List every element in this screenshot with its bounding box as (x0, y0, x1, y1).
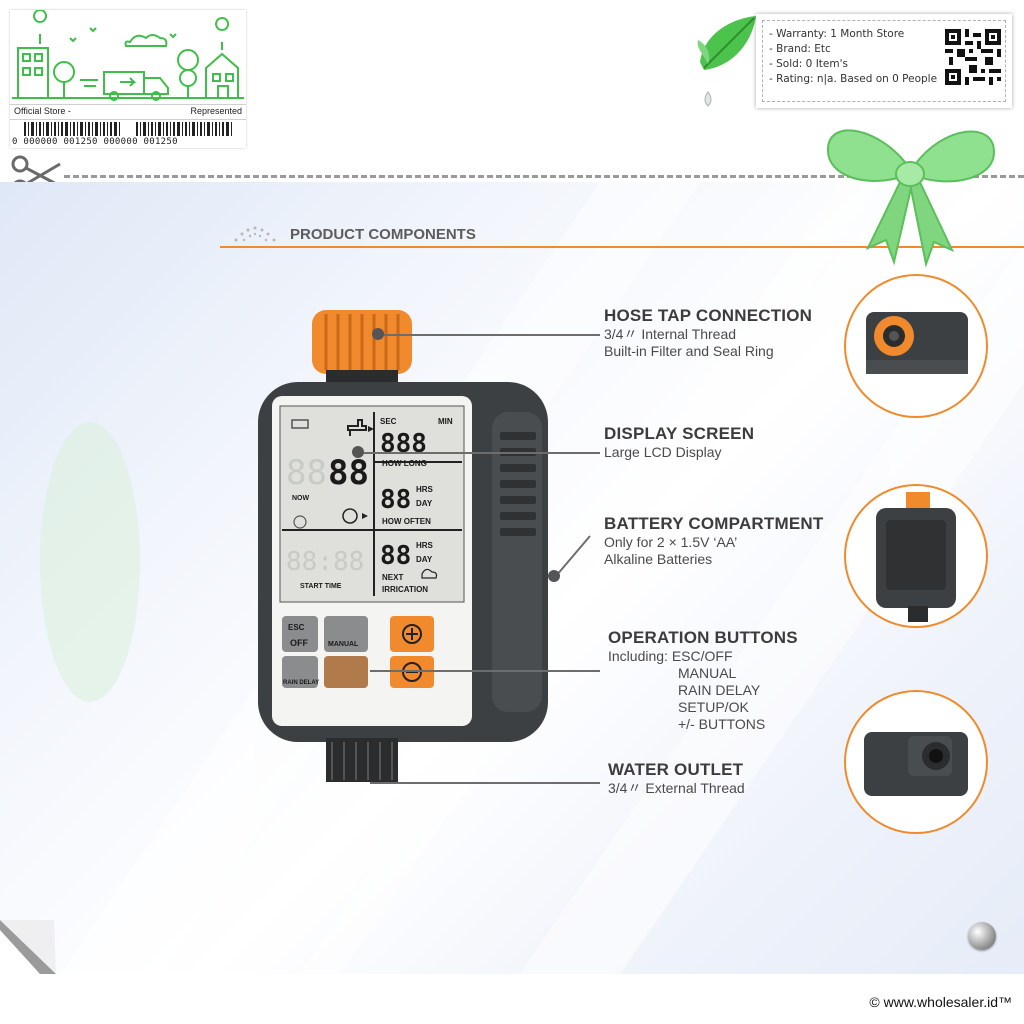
info-rating: - Rating: n|a. Based on 0 People (769, 73, 938, 85)
component-hose-title: HOSE TAP CONNECTION (604, 306, 813, 325)
store-left-label: Official Store - (14, 106, 71, 116)
info-sold: - Sold: 0 Item's (769, 58, 848, 70)
store-card: Official Store - Represented 0 000000 00… (10, 10, 246, 148)
detail-hose-tap (844, 274, 988, 418)
component-hose: HOSE TAP CONNECTION 3/4〃 Internal Thread… (604, 306, 812, 360)
dot-hose (372, 328, 384, 340)
leader-hose (380, 334, 600, 336)
store-right-label: Represented (190, 106, 242, 116)
component-battery: BATTERY COMPARTMENT Only for 2 × 1.5V ‘A… (604, 514, 823, 568)
rain-icon (421, 568, 438, 579)
lcd-how-long: HOW LONG (382, 459, 427, 468)
section-title: PRODUCT COMPONENTS (290, 226, 476, 243)
manual-label: MANUAL (328, 641, 359, 648)
qr-code-icon (945, 29, 1001, 85)
lcd-day-2: DAY (416, 555, 433, 564)
component-buttons-line-3: RAIN DELAY (678, 682, 761, 698)
component-buttons-line-4: SETUP/OK (678, 699, 749, 715)
component-display-line-1: Large LCD Display (604, 444, 722, 460)
component-buttons-line-2: MANUAL (678, 665, 737, 681)
setup-ok-button[interactable] (324, 656, 368, 688)
info-card-border: - Warranty: 1 Month Store - Brand: Etc -… (762, 20, 1006, 102)
page-curl-icon (0, 920, 56, 974)
component-buttons: OPERATION BUTTONS Including: ESC/OFF MAN… (608, 628, 798, 733)
detail-battery (844, 484, 988, 628)
leader-outlet (370, 782, 600, 784)
info-warranty: - Warranty: 1 Month Store (769, 28, 905, 40)
clock-icon (293, 515, 307, 529)
store-labels: Official Store - Represented (10, 104, 246, 120)
main-panel: PRODUCT COMPONENTS SEC MIN 888 HOW LONG … (0, 182, 1024, 974)
esc-label: ESC (288, 623, 305, 632)
section-underline (220, 246, 1024, 248)
scroll-top-button[interactable] (968, 922, 996, 950)
lcd-next-digits: 88 (380, 541, 411, 571)
component-battery-line-2: Alkaline Batteries (604, 551, 713, 567)
component-display: DISPLAY SCREEN Large LCD Display (604, 424, 754, 461)
component-buttons-line-1: Including: ESC/OFF (608, 648, 733, 664)
lcd-irrigation: IRRICATION (382, 585, 428, 594)
lcd-now: NOW (292, 495, 310, 502)
lcd-start-dim: 88:88 (286, 547, 364, 577)
lcd-day-1: DAY (416, 499, 433, 508)
lcd-start-time: START TIME (300, 583, 342, 590)
component-battery-title: BATTERY COMPARTMENT (604, 514, 824, 533)
leader-display (360, 452, 600, 454)
esc-off-button[interactable] (282, 616, 318, 652)
lcd-clock-dim: 88: (286, 453, 347, 493)
lcd-how-long-digits: 888 (380, 429, 427, 459)
lcd-next: NEXT (382, 573, 403, 582)
detail-outlet (844, 690, 988, 834)
dot-display (352, 446, 364, 458)
lcd-sec: SEC (380, 417, 397, 426)
component-buttons-title: OPERATION BUTTONS (608, 628, 798, 647)
city-illustration (12, 10, 244, 101)
lcd-hrs-1: HRS (416, 485, 434, 494)
rain-delay-button[interactable] (282, 656, 318, 688)
barcode-numbers: 0 000000 001250 000000 001250 (12, 137, 178, 147)
component-outlet-title: WATER OUTLET (608, 760, 744, 779)
lcd-min: MIN (438, 417, 453, 426)
lcd-clock-digits: 88 (328, 453, 369, 493)
lcd-how-often: HOW OFTEN (382, 517, 431, 526)
component-buttons-line-5: +/- BUTTONS (678, 716, 766, 732)
leader-battery-line (548, 535, 591, 582)
footer-copyright: © www.wholesaler.id™ (869, 994, 1012, 1010)
sprinkler-icon (234, 226, 276, 242)
cycle-icon (342, 508, 358, 524)
off-label: OFF (290, 638, 308, 648)
manual-button[interactable] (324, 616, 368, 652)
rain-delay-label: RAIN DELAY (283, 680, 319, 686)
component-battery-line-1: Only for 2 × 1.5V ‘AA’ (604, 534, 738, 550)
timer-device: SEC MIN 888 HOW LONG 88: 88 NOW 88 HRS D… (258, 310, 548, 782)
lcd-hrs-2: HRS (416, 541, 434, 550)
info-card: - Warranty: 1 Month Store - Brand: Etc -… (756, 14, 1012, 108)
component-hose-line-1: 3/4〃 Internal Thread (604, 326, 737, 342)
component-display-title: DISPLAY SCREEN (604, 424, 755, 443)
ribbon-bow-icon (826, 129, 996, 268)
leaf-icon (697, 16, 756, 107)
component-hose-line-2: Built-in Filter and Seal Ring (604, 343, 774, 359)
info-list: - Warranty: 1 Month Store - Brand: Etc -… (769, 27, 937, 87)
component-outlet: WATER OUTLET 3/4〃 External Thread (608, 760, 745, 797)
leader-buttons (370, 670, 600, 672)
cut-line (64, 175, 1024, 178)
barcode (24, 122, 232, 136)
component-outlet-line-1: 3/4〃 External Thread (608, 780, 745, 796)
info-brand: - Brand: Etc (769, 43, 831, 55)
lcd-how-often-digits: 88 (380, 485, 411, 515)
